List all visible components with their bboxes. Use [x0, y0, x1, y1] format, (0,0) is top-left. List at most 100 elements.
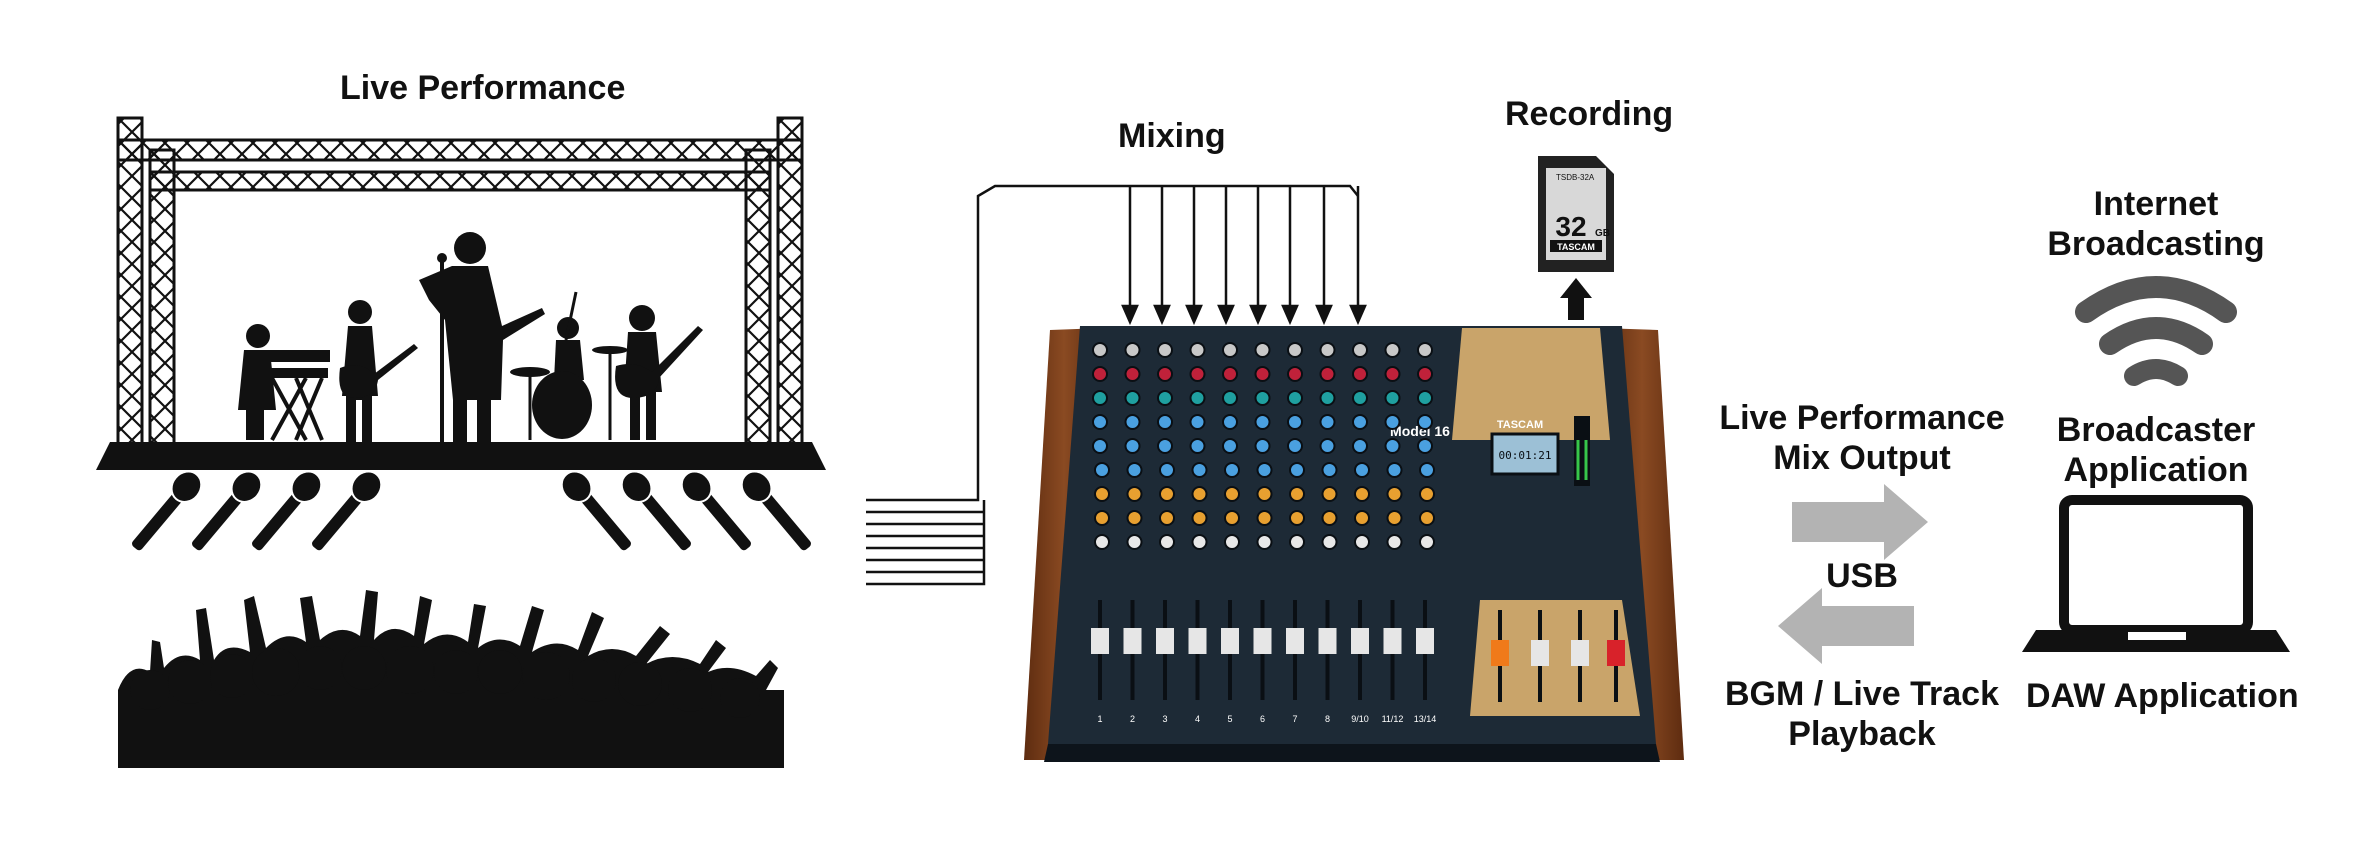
channel-knob [1352, 342, 1368, 358]
channel-knob [1189, 366, 1206, 382]
channel-knob [1157, 342, 1173, 358]
channel-knob [1094, 510, 1110, 526]
broadcaster-application-title: Broadcaster Application [2040, 410, 2272, 490]
channel-knob [1159, 486, 1175, 502]
channel-strip [1188, 342, 1208, 700]
mixer-channel-strips [1091, 342, 1625, 702]
channel-knob [1224, 462, 1240, 478]
bgm-playback-label: BGM / Live Track Playback [1712, 674, 2012, 754]
channel-knob [1354, 462, 1370, 478]
channel-input-arrows [1121, 186, 1367, 326]
laptop-icon [2022, 495, 2290, 652]
channel-strip [1221, 342, 1240, 700]
channel-knob [1094, 462, 1110, 478]
usb-input-arrow [1778, 588, 1914, 664]
sd-card-capacity: 32 [1555, 211, 1586, 242]
channel-strip [1416, 342, 1435, 700]
channel-knob [1386, 534, 1403, 550]
channel-strip [1383, 342, 1403, 700]
channel-knob [1222, 414, 1238, 430]
channel-label: 6 [1260, 714, 1265, 724]
channel-knob [1159, 462, 1175, 478]
channel-knob [1321, 486, 1338, 502]
mixer-brand-label: TASCAM [1497, 419, 1543, 431]
stage-illustration [96, 116, 826, 470]
channel-knob [1124, 414, 1141, 430]
channel-knob [1417, 342, 1433, 358]
fader-cap [1123, 628, 1142, 654]
mix-output-line1: Live Performance [1719, 399, 2005, 437]
channel-knob [1354, 486, 1370, 502]
fader-cap [1318, 628, 1337, 654]
mixer-model-label: Model 16 [1390, 423, 1450, 439]
broadcaster-app-line2: Application [2063, 451, 2249, 489]
recording-title: Recording [1505, 95, 1674, 133]
channel-knob [1319, 414, 1336, 430]
channel-knob [1352, 438, 1368, 454]
mix-output-line2: Mix Output [1773, 439, 1951, 477]
channel-knob [1384, 366, 1401, 382]
channel-knob [1319, 438, 1336, 454]
channel-knob [1287, 390, 1303, 406]
channel-label: 7 [1292, 714, 1297, 724]
sd-card-brand: TASCAM [1557, 242, 1595, 252]
channel-knob [1159, 510, 1175, 526]
channel-knob [1384, 414, 1401, 430]
channel-knob [1159, 534, 1175, 550]
channel-knob [1289, 534, 1305, 550]
channel-knob [1157, 390, 1173, 406]
channel-knob [1319, 390, 1336, 406]
microphones [132, 470, 811, 551]
channel-knob [1124, 390, 1141, 406]
channel-knob [1254, 366, 1271, 382]
channel-knob [1092, 342, 1108, 358]
fader-cap [1156, 628, 1174, 654]
channel-knob [1254, 390, 1271, 406]
channel-knob [1126, 462, 1143, 478]
channel-label: 11/12 [1382, 714, 1404, 724]
sd-card: TSDB-32A 32 GB TASCAM [1538, 156, 1614, 272]
channel-strip [1123, 342, 1143, 700]
fader-cap [1531, 640, 1549, 666]
channel-knob [1094, 534, 1110, 550]
channel-knob [1256, 486, 1273, 502]
channel-label: 5 [1227, 714, 1232, 724]
channel-knob [1224, 534, 1240, 550]
channel-knob [1384, 342, 1401, 358]
channel-knob [1384, 390, 1401, 406]
channel-knob [1092, 366, 1108, 382]
channel-knob [1386, 462, 1403, 478]
fader-cap [1091, 628, 1109, 654]
channel-knob [1092, 390, 1108, 406]
crowd-silhouette [118, 590, 784, 768]
channel-knob [1419, 510, 1435, 526]
channel-knob [1352, 366, 1368, 382]
channel-label: 2 [1130, 714, 1135, 724]
mixing-title: Mixing [1118, 117, 1226, 155]
channel-knob [1319, 366, 1336, 382]
channel-knob [1124, 366, 1141, 382]
channel-strip [1253, 342, 1273, 700]
channel-knob [1419, 486, 1435, 502]
fader-cap [1286, 628, 1304, 654]
channel-knob [1289, 510, 1305, 526]
usb-label: USB [1826, 557, 1898, 595]
daw-application-label: DAW Application [2026, 677, 2299, 715]
channel-knob [1124, 438, 1141, 454]
internet-broadcasting-line2: Broadcasting [2047, 225, 2265, 263]
recording-arrow [1560, 278, 1592, 320]
channel-knob [1386, 486, 1403, 502]
channel-knob [1321, 510, 1338, 526]
bgm-line2: Playback [1788, 715, 1936, 753]
input-cables [866, 184, 1359, 586]
fader-cap [1607, 640, 1625, 666]
sd-card-model: TSDB-32A [1556, 173, 1595, 182]
channel-strip [1351, 342, 1370, 700]
channel-knob [1287, 342, 1303, 358]
channel-label: 3 [1162, 714, 1167, 724]
master-faders [1491, 610, 1625, 702]
channel-knob [1384, 438, 1401, 454]
usb-output-arrow [1792, 484, 1928, 560]
